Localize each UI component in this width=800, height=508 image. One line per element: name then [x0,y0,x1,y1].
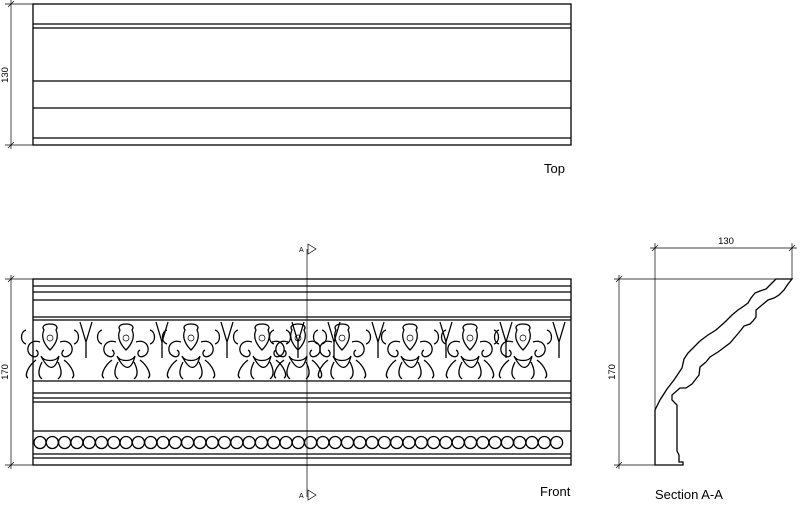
front-view-outline [32,278,572,466]
section-arrow-icon [307,243,317,255]
bead [426,435,441,450]
bead-row [33,435,564,450]
acanthus-motif [161,321,234,380]
section-height-label: 170 [607,364,618,380]
acanthus-motif [493,321,566,380]
bead [205,435,219,450]
bead [414,435,428,450]
bead [513,435,527,450]
section-cut-line: A A [299,243,317,501]
section-profile-outline [654,278,794,466]
front-height-label: 170 [0,364,11,380]
bead [476,435,490,450]
bead [377,435,392,450]
bead [402,435,416,450]
bead [57,435,72,450]
bead [279,435,293,450]
bead [365,435,379,450]
section-width-dimension: 130 [650,236,797,410]
bead [230,435,244,450]
bead [33,435,47,450]
acanthus-motif [380,321,453,380]
section-height-dimension: 170 [607,275,792,469]
acanthus-motif [440,321,513,380]
section-view-label: Section A-A [655,487,723,502]
bead [131,435,146,450]
section-arrow-icon [307,489,317,501]
bead [328,435,342,450]
bead [353,435,367,450]
bead [451,435,465,450]
bead [82,435,96,450]
bead [144,435,158,450]
bead [549,435,564,450]
acanthus-ornament-band [20,321,566,380]
bead [193,435,207,450]
bead [390,435,404,450]
bead [439,435,453,450]
section-marker-top: A [299,247,304,254]
top-height-label: 130 [0,67,11,83]
bead [267,435,281,450]
bead [463,435,478,450]
bead [119,435,133,450]
front-view-label: Front [540,484,571,499]
front-view [20,278,572,466]
bead [94,435,109,450]
top-view-label: Top [544,161,565,176]
top-view [32,3,572,146]
bead [242,435,256,450]
bead [537,435,551,450]
acanthus-motif [232,321,305,380]
top-height-dimension: 130 [0,0,33,149]
section-marker-bottom: A [299,493,304,500]
bead [45,435,59,450]
bead [525,435,539,450]
bead [156,435,170,450]
top-view-outline [32,3,572,146]
bead [168,435,182,450]
acanthus-motif [96,321,169,380]
front-height-dimension: 170 [0,275,33,469]
section-profile [654,278,794,466]
acanthus-motif [20,321,93,380]
acanthus-motif [312,321,385,380]
bead [217,435,232,450]
bead [180,435,195,450]
bead [303,435,318,450]
bead [488,435,502,450]
bead [316,435,330,450]
section-width-label: 130 [718,236,734,247]
bead [291,435,305,450]
bead [340,435,355,450]
bead [70,435,84,450]
bead [500,435,515,450]
bead [107,435,121,450]
bead [254,435,269,450]
